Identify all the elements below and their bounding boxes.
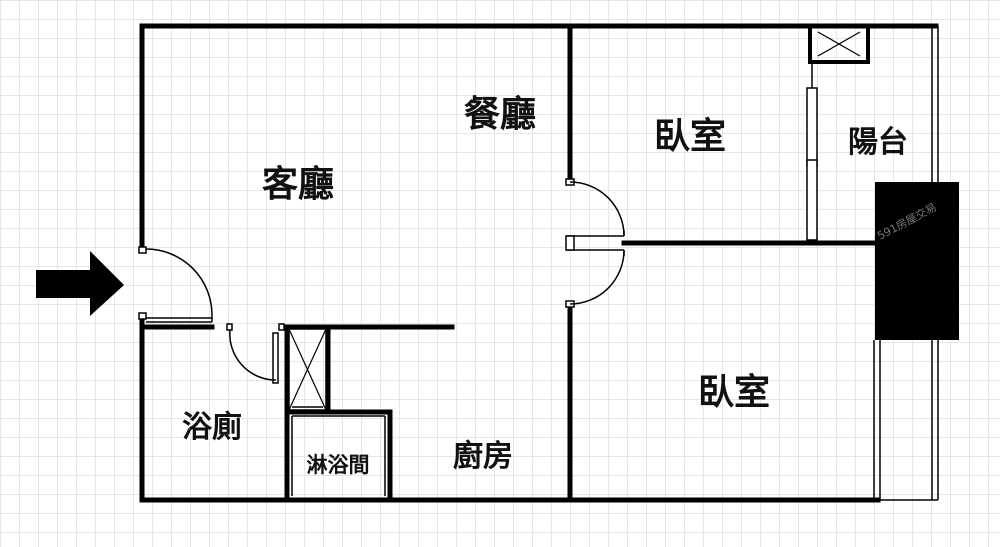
label-balcony: 陽台 [848,125,908,160]
label-living-room: 客廳 [262,163,334,205]
outer-walls [139,23,939,503]
bedroom2-door [565,249,625,308]
bedroom1-door [565,178,625,251]
label-bedroom-2: 臥室 [698,372,770,413]
label-shower-room: 淋浴間 [307,453,370,477]
right-windows [873,26,939,501]
bathroom-door [226,323,285,384]
black-block [875,182,959,340]
thin-walls [146,235,624,496]
label-bedroom-1: 臥室 [654,116,726,157]
label-kitchen: 廚房 [453,439,513,474]
sliding-door [806,62,818,241]
entrance-arrow-icon [36,251,124,316]
entrance-door [138,246,213,322]
interior-walls [139,23,879,503]
duct-balcony [808,24,870,64]
label-bathroom: 浴廁 [182,410,242,445]
label-dining-room: 餐廳 [464,93,536,135]
duct-bathroom [288,328,327,411]
